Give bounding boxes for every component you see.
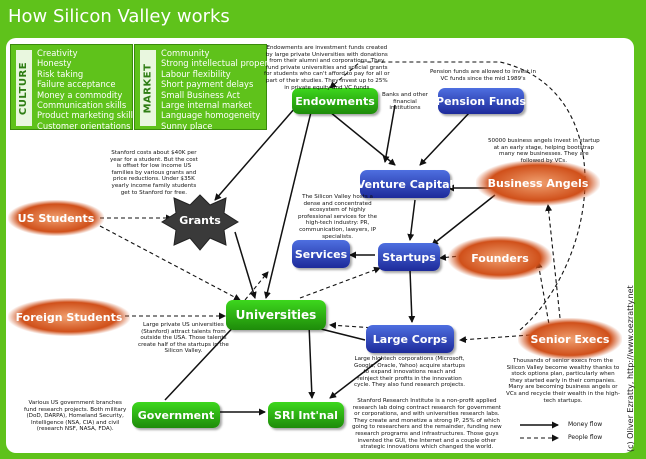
list-item: Failure acceptance [37,79,116,90]
list-item: Sunny place [161,120,213,131]
large-corps-note: Large hightech corporations (Microsoft,G… [354,356,466,389]
founders-node: Founders [448,236,552,280]
legend-people: People flow [568,434,603,441]
list-item: Language homogeneity [161,110,261,121]
universities-node: Universities [226,300,326,330]
list-item: Communication skills [37,100,127,111]
market-box: MARKET Community Strong intellectual pro… [134,44,277,131]
venture-capital-node: Venture Capital [357,170,453,198]
list-item: Short payment delays [161,79,254,90]
foreign-students-node: Foreign Students [8,298,130,336]
money-flow-arrow [164,319,241,401]
money-flow-arrow [264,107,313,299]
endowments-node: Endowments [292,88,378,114]
money-flow-arrow [419,111,471,166]
sri-note: Stanford Research Institute is a non-pro… [352,398,502,451]
people-flow-arrow [459,334,531,344]
money-flow-arrow [214,107,296,201]
list-item: Risk taking [37,68,84,79]
startups-node: Startups [378,243,440,271]
list-item: Labour flexibility [161,68,231,79]
people-flow-arrow [545,204,561,319]
government-node: Government [132,402,220,428]
legend-arrows [520,421,559,442]
culture-items: Creativity Honesty Risk taking Failure a… [37,48,138,131]
grants-shape [161,194,239,251]
list-item: Product marketing skills [37,110,138,121]
private-universities-note: Large private US universities(Stanford) … [138,322,229,355]
culture-label: CULTURE [16,50,32,126]
market-items: Community Strong intellectual property L… [161,48,277,131]
people-flow-arrow [244,271,269,301]
money-flow-arrow [234,231,257,299]
list-item: Honesty [37,58,72,69]
list-item: Customer orientations [37,120,131,131]
legend-money: Money flow [568,421,603,428]
senior-execs-node: Senior Execs [518,318,622,360]
culture-box: CULTURE Creativity Honesty Risk taking F… [10,44,138,131]
services-node: Services [292,240,350,268]
people-flow-arrow [299,266,381,299]
large-corps-node: Large Corps [366,325,454,353]
money-flow-arrow [408,269,416,323]
sri-node: SRI Int'nal [268,402,344,428]
grants-node: Grants [179,213,221,227]
list-item: Community [161,48,210,58]
list-item: Strong intellectual property [161,58,277,69]
page-title: How Silicon Valley works [8,6,230,27]
market-label: MARKET [140,50,156,126]
money-flow-arrow [407,199,416,241]
business-angels-node: Business Angels [476,160,600,206]
list-item: Large internal market [161,100,252,111]
us-students-node: US Students [8,200,104,236]
list-item: Creativity [37,48,78,58]
money-flow-arrow [382,104,396,163]
list-item: Small Business Act [161,89,240,100]
money-flow-arrow [329,357,383,399]
people-flow-arrow [99,225,241,301]
pension-funds-node: Pension Funds [436,88,526,114]
list-item: Money a commodity [37,89,123,100]
